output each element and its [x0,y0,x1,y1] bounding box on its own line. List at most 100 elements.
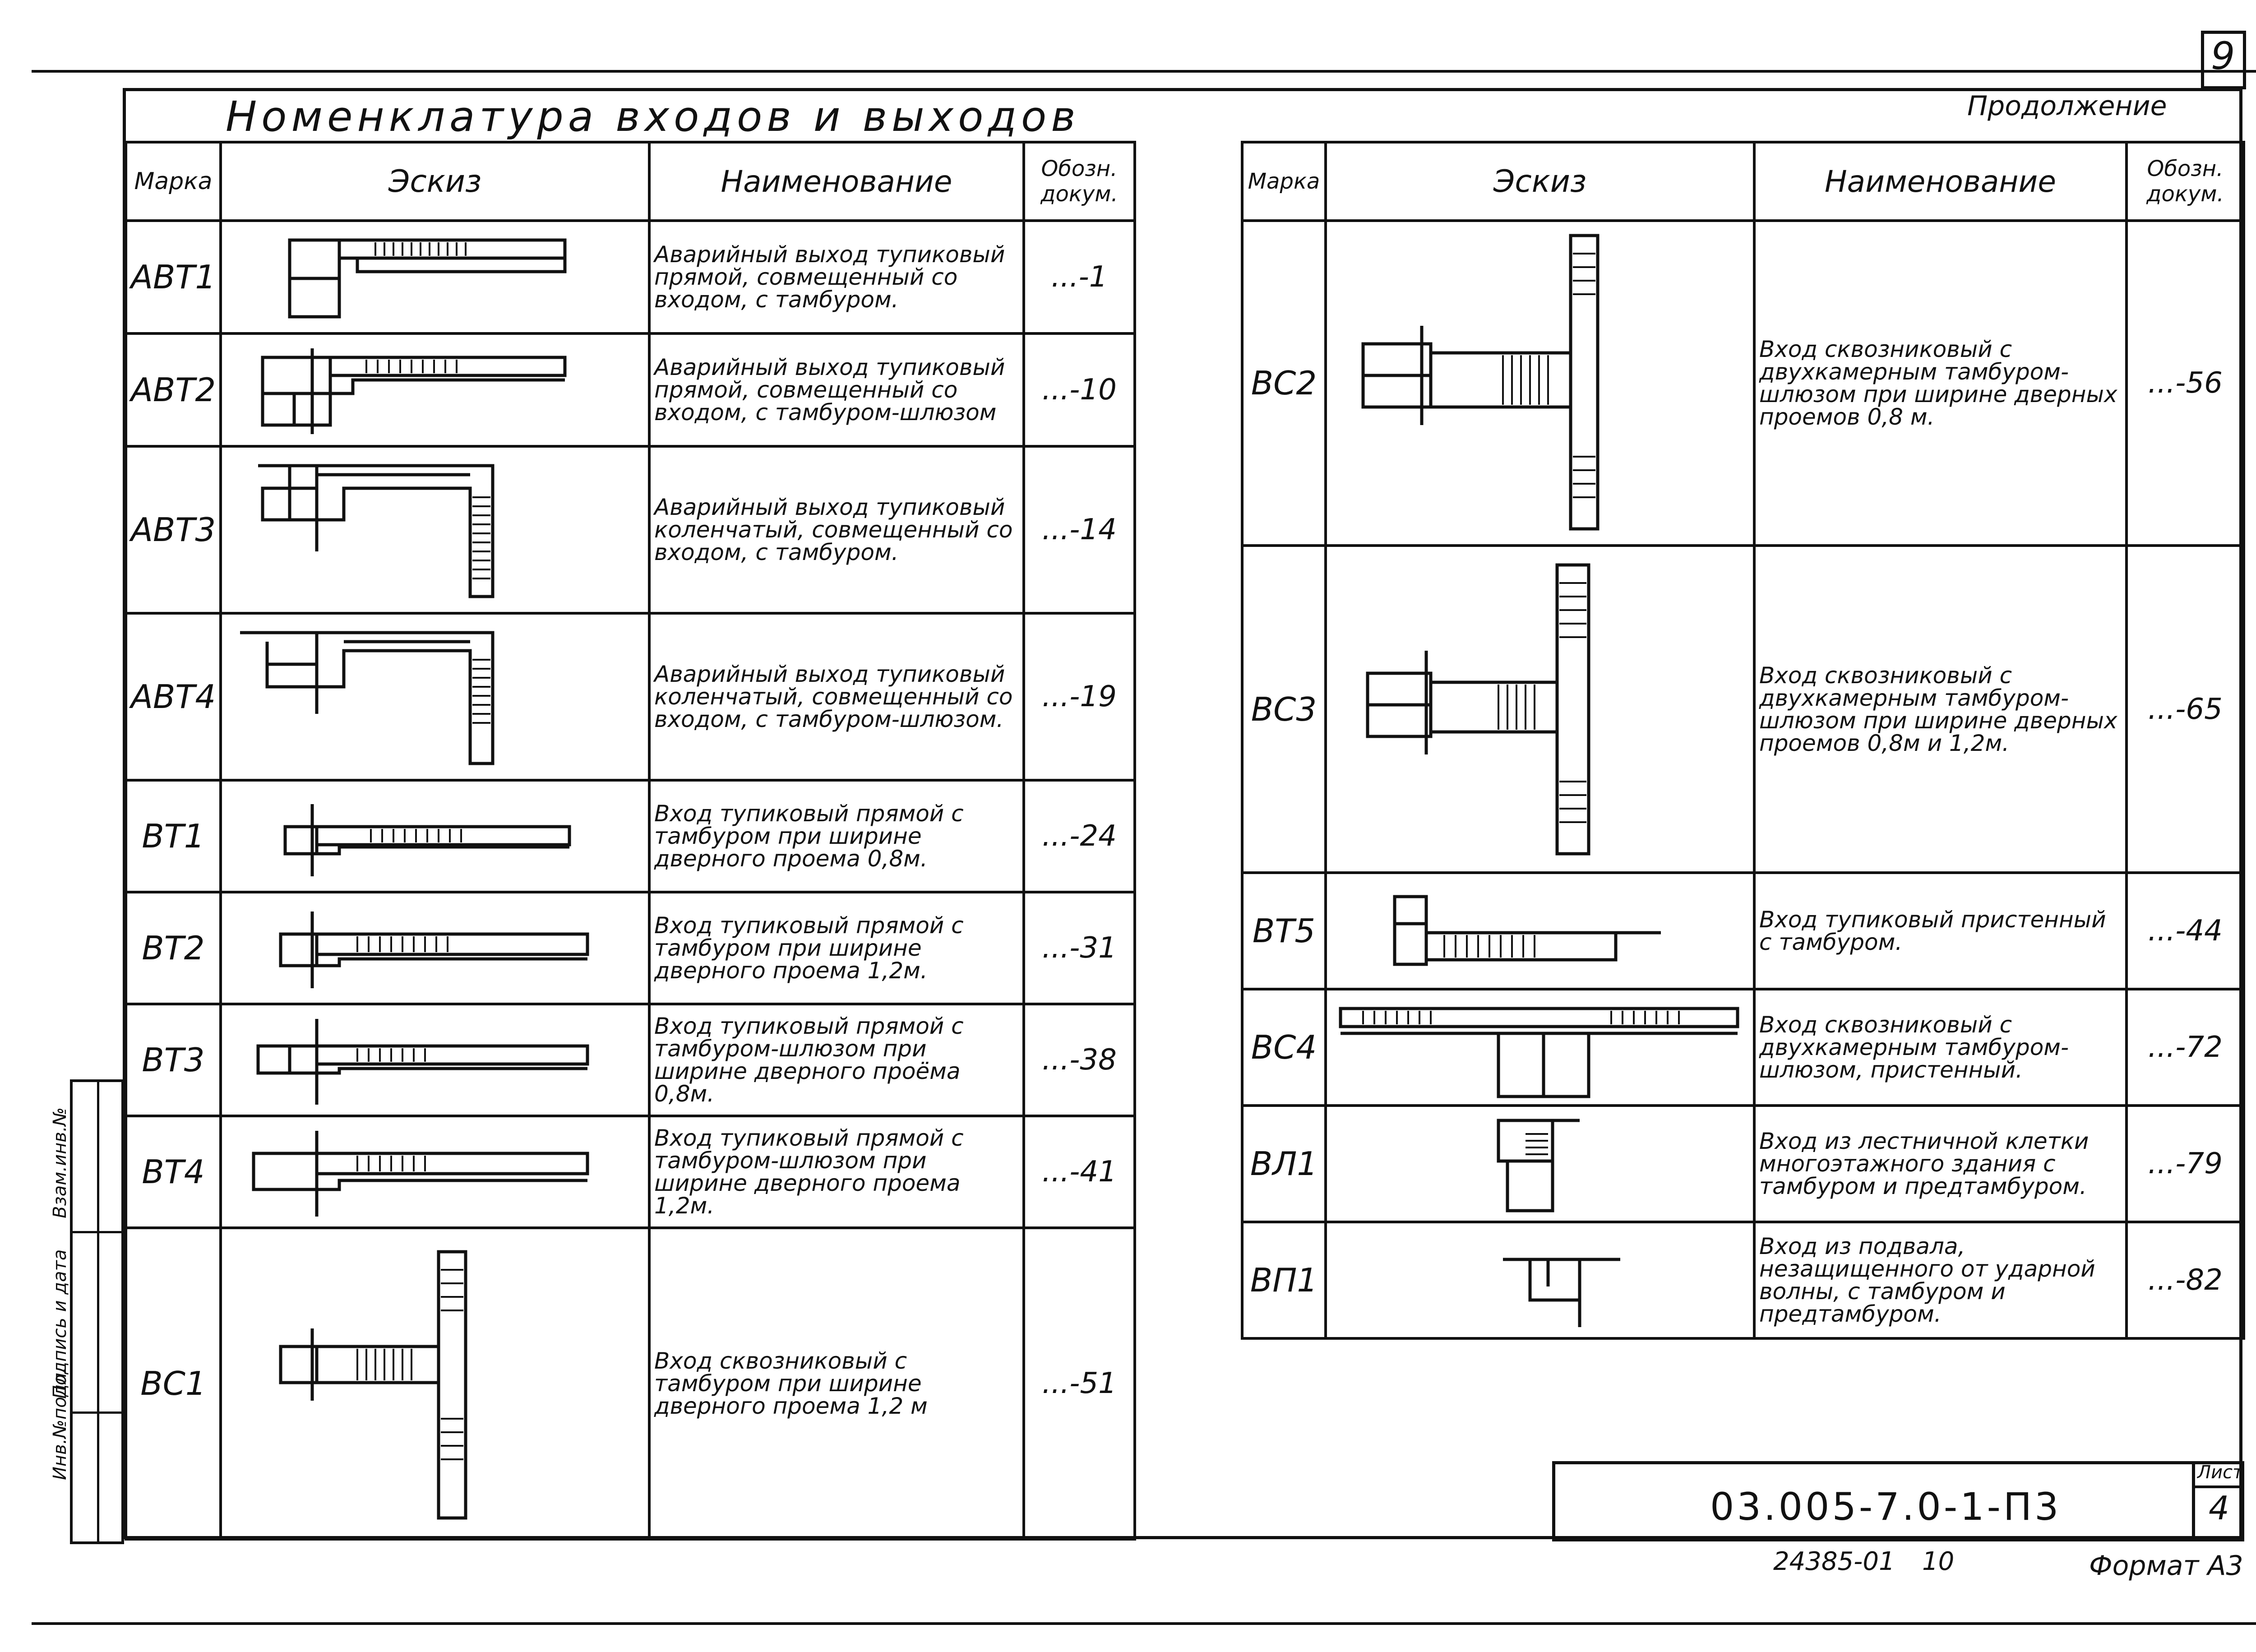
sketch-drawing [279,912,589,988]
row-doc: ...-51 [1022,1226,1136,1541]
sketch [219,1226,651,1541]
sketch-drawing [1366,563,1590,856]
row-name: Вход сквозниковый с двухкамерным тамбуро… [1753,988,2128,1107]
left-table: Марка Эскиз Наименование Обозн. докум. А… [125,141,1136,1541]
row-name: Аварийный выход тупиковый коленчатый, со… [648,445,1025,615]
document-code: 03.005-7.0-1-П3 [1710,1485,2062,1529]
row-doc: ...-31 [1022,891,1136,1005]
title-block-sheet-divider [2192,1485,2244,1488]
row-name: Вход тупиковый прямой с тамбуром при шир… [648,779,1025,893]
row-name: Вход сквозниковый с двухкамерным тамбуро… [1753,544,2128,874]
sketch [219,219,651,335]
sketch-drawing [240,631,495,765]
header-doc: Обозн. докум. [2125,141,2245,222]
header-sketch: Эскиз [1324,141,1756,222]
sketch [219,612,651,782]
sketch [1324,988,1756,1107]
bottom-border [32,1622,2256,1625]
row-doc: ...-56 [2125,219,2245,547]
header-mark: Марка [1241,141,1327,222]
row-doc: ...-44 [2125,871,2245,990]
row-name: Вход сквозниковый с двухкамерным тамбуро… [1753,219,2128,547]
row-doc: ...-14 [1022,445,1136,615]
row-doc: ...-19 [1022,612,1136,782]
sheet-label: Лист [2197,1462,2243,1483]
sketch [1324,1221,1756,1340]
side-stamp [70,1079,124,1544]
row-mark: ВС3 [1241,544,1327,874]
continuation-label: Продолжение [1967,90,2167,122]
sketch-drawing [256,1019,589,1105]
row-mark: ВП1 [1241,1221,1327,1340]
row-mark: ВТ5 [1241,871,1327,990]
sketch-drawing [252,1131,589,1217]
sketch-drawing [258,464,495,598]
title-block [1552,1461,2244,1541]
row-doc: ...-41 [1022,1115,1136,1229]
row-doc: ...-72 [2125,988,2245,1107]
footer-copy: 10 [1922,1547,1955,1576]
row-mark: ВТ2 [125,891,222,1005]
sketch-drawing [1361,234,1600,531]
sketch-drawing [261,348,567,434]
row-doc: ...-65 [2125,544,2245,874]
sketch-drawing [1497,1119,1580,1212]
page-title: Номенклатура входов и выходов [226,93,1080,141]
sketch [1324,871,1756,990]
header-name: Наименование [1753,141,2128,222]
sketch [219,1115,651,1229]
side-label-replace: Взам.инв.№ [50,1107,70,1218]
header-sketch: Эскиз [219,141,651,222]
row-name: Аварийный выход тупиковый прямой, совмещ… [648,219,1025,335]
sketch-drawing [283,804,571,876]
row-doc: ...-79 [2125,1104,2245,1223]
sketch [219,891,651,1005]
row-name: Вход тупиковый прямой с тамбуром-шлюзом … [648,1115,1025,1229]
row-mark: ВС4 [1241,988,1327,1107]
top-border [32,70,2256,73]
sketch-drawing [279,1250,467,1520]
sheet-number: 9 [2211,34,2235,78]
header-name: Наименование [648,141,1025,222]
sketch [1324,219,1756,547]
sketch-drawing [288,238,567,319]
footer-format: Формат А3 [2089,1550,2243,1582]
sketch [219,1003,651,1117]
title-block-divider [2192,1461,2195,1541]
sketch-drawing [1393,895,1661,966]
sketch [1324,1104,1756,1223]
row-name: Вход сквозниковый с тамбуром при ширине … [648,1226,1025,1541]
row-mark: ВТ1 [125,779,222,893]
row-name: Аварийный выход тупиковый прямой, совмещ… [648,332,1025,448]
row-name: Вход из подвала, незащищенного от ударно… [1753,1221,2128,1340]
row-mark: ВС2 [1241,219,1327,547]
row-name: Вход из лестничной клетки многоэтажного … [1753,1104,2128,1223]
row-doc: ...-82 [2125,1221,2245,1340]
sheet-number-box [2201,31,2246,89]
row-mark: АВТ2 [125,332,222,448]
footer-number: 24385-01 [1773,1547,1895,1576]
row-mark: АВТ3 [125,445,222,615]
sketch [219,332,651,448]
row-doc: ...-24 [1022,779,1136,893]
right-table: Марка Эскиз Наименование Обозн. докум. В… [1241,141,2245,1340]
row-mark: ВТ4 [125,1115,222,1229]
row-mark: АВТ4 [125,612,222,782]
row-doc: ...-38 [1022,1003,1136,1117]
row-mark: ВС1 [125,1226,222,1541]
header-mark: Марка [125,141,222,222]
row-mark: ВТ3 [125,1003,222,1117]
sketch [219,779,651,893]
row-name: Аварийный выход тупиковый коленчатый, со… [648,612,1025,782]
row-mark: ВЛ1 [1241,1104,1327,1223]
row-name: Вход тупиковый пристенный с тамбуром. [1753,871,2128,990]
header-doc: Обозн. докум. [1022,141,1136,222]
sketch-drawing [1339,1007,1739,1098]
row-name: Вход тупиковый прямой с тамбуром-шлюзом … [648,1003,1025,1117]
side-label-sign: Подпись и дата [50,1249,70,1399]
row-doc: ...-10 [1022,332,1136,448]
sketch [1324,544,1756,874]
sketch-drawing [1503,1258,1620,1327]
row-doc: ...-1 [1022,219,1136,335]
sheet-value: 4 [2209,1489,2229,1527]
